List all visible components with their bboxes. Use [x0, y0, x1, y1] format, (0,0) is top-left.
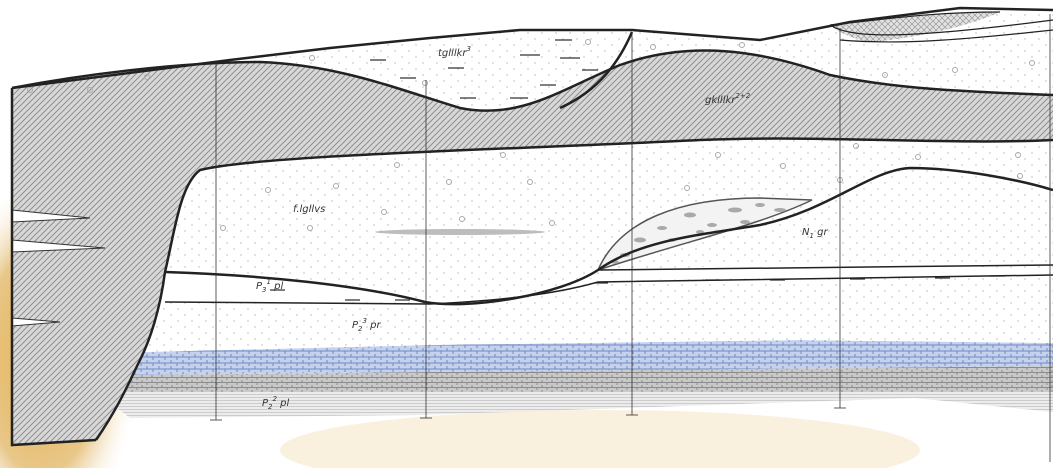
label-fglllvs: f.lgllvs	[293, 204, 325, 215]
background-glow	[280, 410, 920, 468]
label-p23pr: P23 pr	[352, 317, 381, 333]
grey-lens	[375, 229, 545, 235]
label-tglllkr3: tglllkr3	[438, 45, 471, 59]
